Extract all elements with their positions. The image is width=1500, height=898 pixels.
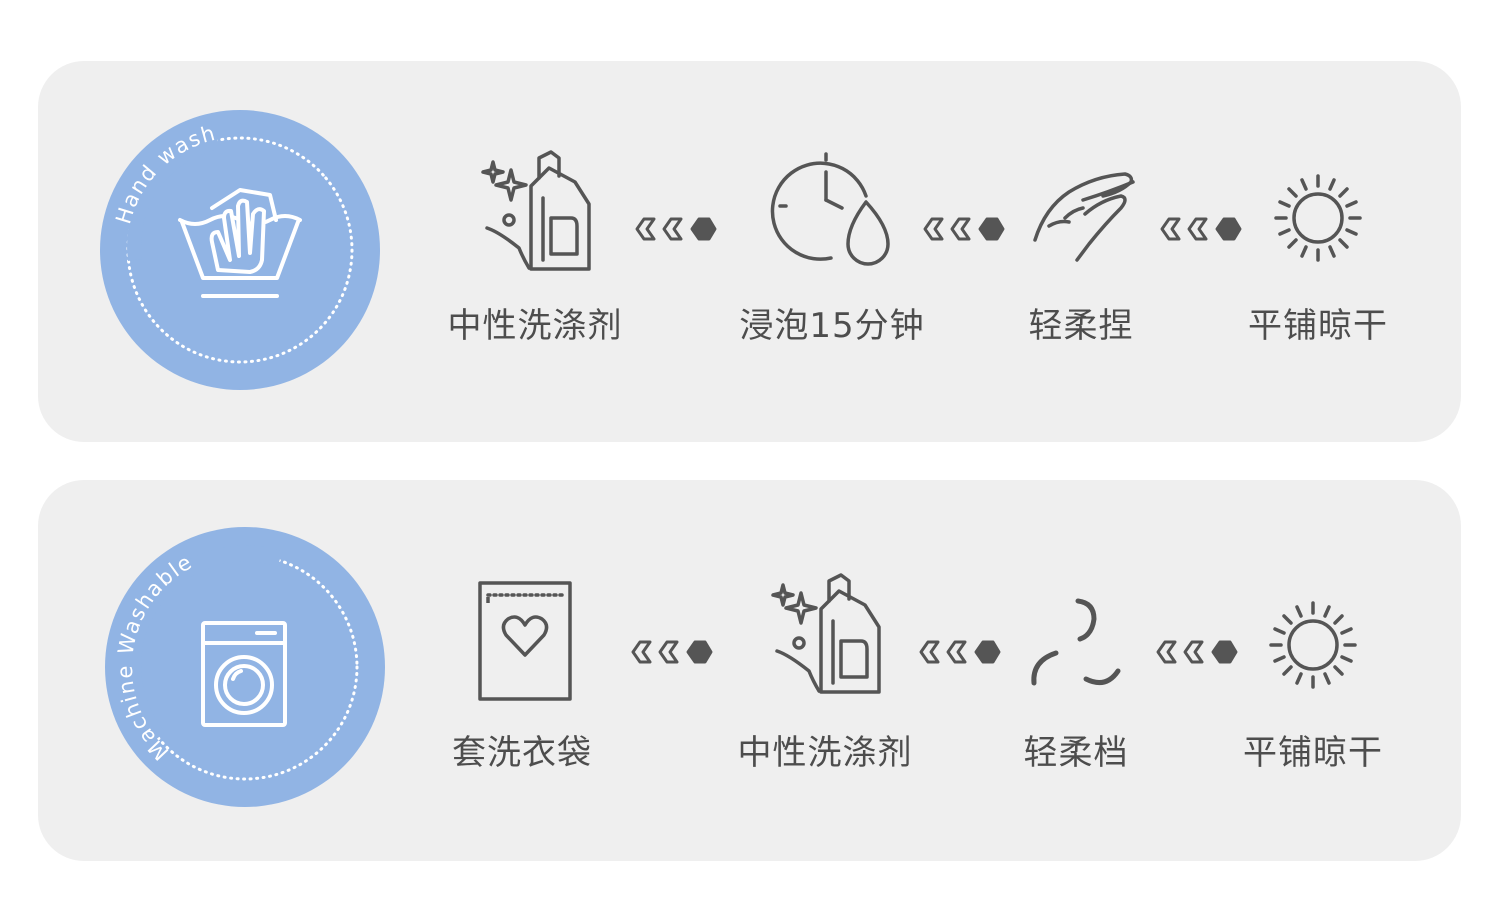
triple-chevron-icon	[635, 217, 717, 241]
machine-wash-badge-graphic: Machine Washable	[60, 542, 359, 781]
step-arrow	[630, 637, 714, 667]
step-arrow	[634, 214, 718, 244]
step-arrow	[918, 637, 1002, 667]
machine-step-gentle-cycle-label: 轻柔档	[1023, 733, 1129, 773]
sun-icon	[1257, 575, 1369, 699]
step-arrow	[1159, 214, 1243, 244]
triple-chevron-icon	[1156, 640, 1238, 664]
machine-wash-badge: Machine Washable	[60, 527, 385, 807]
step-arrow	[922, 214, 1006, 244]
laundry-bag-heart-icon	[466, 575, 578, 701]
machine-step-detergent-label: 中性洗涤剂	[737, 733, 913, 773]
triple-chevron-icon	[923, 217, 1005, 241]
hand-step-squeeze-label: 轻柔捏	[1028, 306, 1134, 346]
hand-wash-basin-icon	[178, 188, 302, 298]
hand-squeeze-icon	[1025, 148, 1137, 272]
machine-step-dry-flat-label: 平铺晾干	[1243, 733, 1383, 773]
detergent-bottle-icon	[479, 148, 591, 272]
triple-chevron-icon	[631, 640, 713, 664]
detergent-bottle-icon	[769, 571, 881, 695]
hand-step-detergent-label: 中性洗涤剂	[447, 306, 623, 346]
hand-wash-badge-graphic: Hand wash	[111, 121, 354, 364]
sun-icon	[1262, 148, 1374, 272]
hand-step-soak-label: 浸泡15分钟	[739, 306, 925, 346]
clock-water-drop-icon	[770, 148, 890, 272]
triple-chevron-icon	[919, 640, 1001, 664]
hand-step-dry-flat-label: 平铺晾干	[1248, 306, 1388, 346]
machine-step-laundry-bag-label: 套洗衣袋	[452, 733, 592, 773]
triple-chevron-icon	[1160, 217, 1242, 241]
machine-wash-badge-text: Machine Washable	[60, 542, 275, 767]
hand-wash-badge: Hand wash	[100, 110, 380, 390]
step-arrow	[1155, 637, 1239, 667]
machine-wash-panel: Machine Washable 套洗衣袋	[38, 480, 1461, 861]
hand-wash-panel: Hand wash 中性	[38, 61, 1461, 442]
washing-machine-icon	[201, 621, 287, 727]
gentle-swirl-icon	[1020, 575, 1132, 699]
